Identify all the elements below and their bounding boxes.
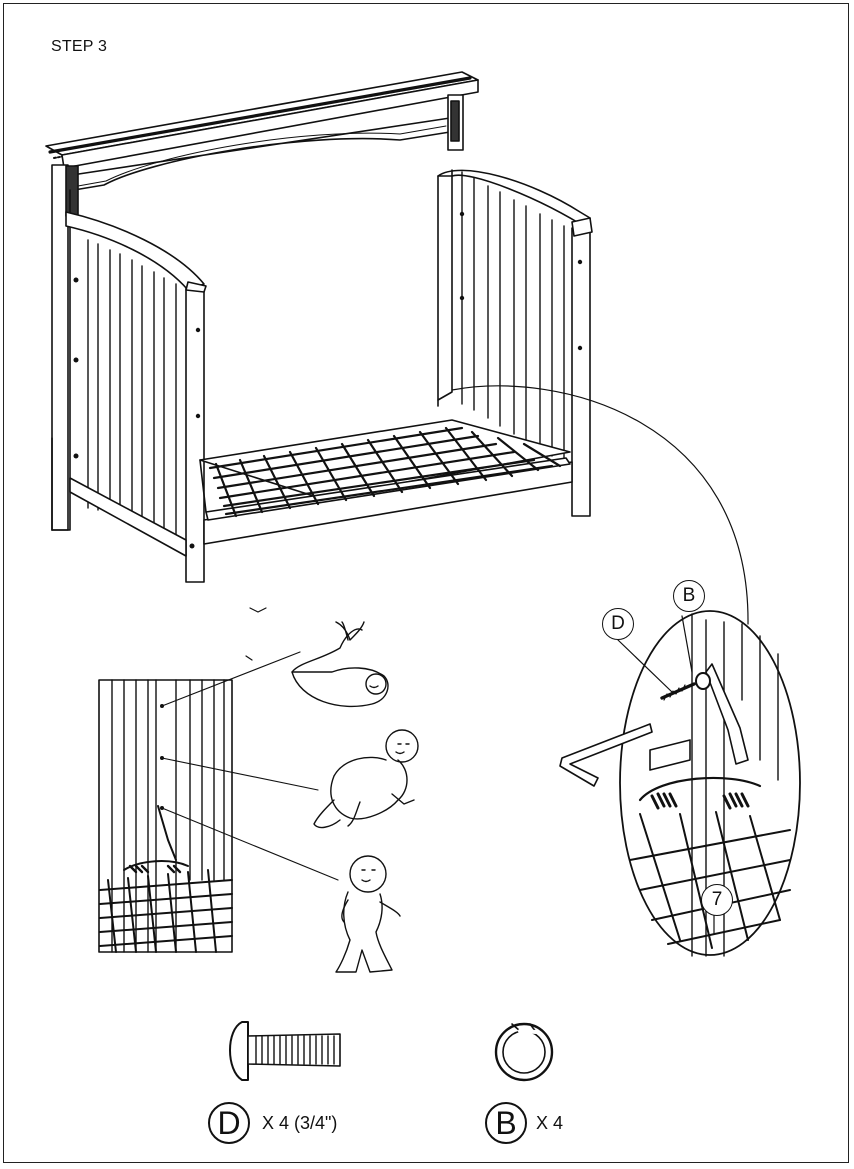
bolt-icon bbox=[229, 1021, 341, 1081]
callout-screw-d: D bbox=[602, 608, 634, 640]
part-qty-d: X 4 (3/4") bbox=[262, 1113, 338, 1133]
step-title: STEP 3 bbox=[51, 38, 108, 55]
lock-washer-icon bbox=[494, 1022, 554, 1082]
mattress-height-detail bbox=[98, 651, 339, 953]
standing-toddler-icon bbox=[335, 855, 401, 973]
callout-spring-7: 7 bbox=[701, 884, 733, 916]
page-frame bbox=[3, 3, 849, 1163]
crib-frame-illustration bbox=[45, 71, 593, 583]
callout-washer-b: B bbox=[673, 580, 705, 612]
crawling-baby-icon bbox=[313, 729, 419, 829]
allen-key-icon bbox=[559, 723, 653, 787]
newborn-bundle-icon bbox=[245, 607, 389, 708]
spring-attach-zoom-detail bbox=[617, 610, 801, 957]
part-letter-b: B bbox=[485, 1102, 527, 1144]
part-qty-b: X 4 bbox=[536, 1113, 564, 1133]
leader-line bbox=[451, 385, 749, 625]
part-letter-d: D bbox=[208, 1102, 250, 1144]
